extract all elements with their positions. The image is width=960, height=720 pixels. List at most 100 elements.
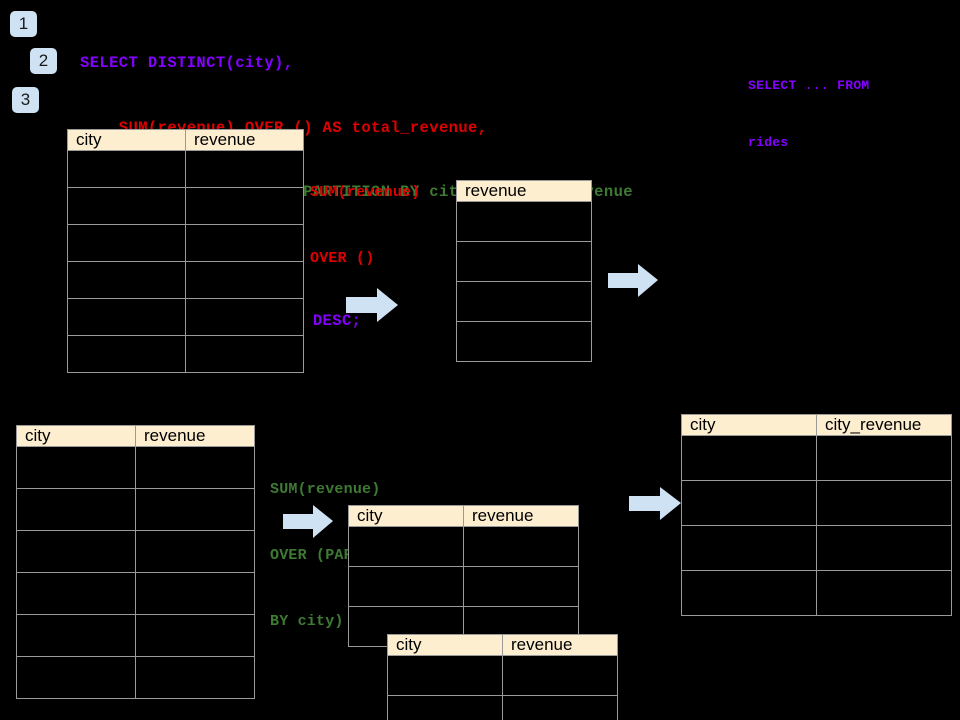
cell-city [67,298,186,336]
table-header-row: city revenue [67,129,304,151]
cell-revenue [456,201,592,242]
step-badge-3: 3 [12,87,39,113]
annotation-line-3: BY city) [270,613,344,630]
step-badge-1: 1 [10,11,37,37]
table-partition-back: city revenue [348,505,579,647]
column-header-city: city [387,634,503,656]
column-header-city: city [348,505,464,527]
column-header-revenue: revenue [135,425,255,447]
table-row [456,241,592,282]
annotation-line-1: SUM(revenue) [310,184,421,201]
table-row [67,187,304,225]
column-header-city: city [67,129,186,151]
cell-revenue [463,566,579,607]
cell-revenue [185,187,304,225]
table-row [16,488,255,531]
table-row [456,281,592,322]
cell-city [67,261,186,299]
cell-revenue [185,261,304,299]
cell-revenue [185,224,304,262]
table-row [681,480,952,526]
column-header-city: city [681,414,817,436]
cell-revenue [502,695,618,720]
cell-revenue [135,614,255,657]
table-row [348,526,579,567]
cell-city [16,572,136,615]
table-rides-bottom: city revenue [16,425,255,699]
cell-city [67,224,186,262]
cell-revenue [135,488,255,531]
table-header-row: city city_revenue [681,414,952,436]
cell-city-revenue [816,570,952,616]
table-row [16,656,255,699]
side-note-line-2: rides [748,135,789,150]
cell-revenue [135,446,255,489]
cell-revenue [463,526,579,567]
cell-city [16,446,136,489]
sql-line-1: SELECT DISTINCT(city), [80,54,294,72]
cell-city [16,656,136,699]
table-row [456,321,592,362]
cell-revenue [502,655,618,696]
cell-revenue [135,530,255,573]
annotation-total-revenue: SUM(revenue) OVER () [310,138,420,314]
cell-city-revenue [816,525,952,571]
table-row [16,530,255,573]
arrow-total-to-result-icon [608,264,658,297]
cell-city [681,525,817,571]
cell-city [681,480,817,526]
step-badge-2: 2 [30,48,57,74]
cell-city [16,530,136,573]
table-row [67,335,304,373]
arrow-partition-to-result-icon [629,487,681,520]
table-total-revenue: revenue [456,180,592,362]
cell-city [681,570,817,616]
table-result: city city_revenue [681,414,952,616]
table-row [67,224,304,262]
column-header-city: city [16,425,136,447]
cell-city [67,187,186,225]
table-row [67,150,304,188]
column-header-revenue: revenue [456,180,592,202]
annotation-line-1: SUM(revenue) [270,481,381,498]
side-note-line-1: SELECT ... FROM [748,78,870,93]
annotation-city-revenue: SUM(revenue) OVER (PARTITION BY city) [270,435,408,677]
table-partition-front: city revenue [387,634,618,720]
table-header-row: city revenue [16,425,255,447]
side-note-select-from: SELECT ... FROM rides [748,38,870,190]
cell-city [67,335,186,373]
cell-revenue [135,572,255,615]
table-row [16,614,255,657]
table-header-row: city revenue [387,634,618,656]
table-row [681,435,952,481]
cell-revenue [185,298,304,336]
cell-revenue [135,656,255,699]
column-header-city-revenue: city_revenue [816,414,952,436]
cell-city [387,655,503,696]
table-header-row: revenue [456,180,592,202]
cell-revenue [456,281,592,322]
arrow-rides-to-total-icon [346,288,398,322]
cell-city-revenue [816,480,952,526]
table-row [681,570,952,616]
table-row [16,572,255,615]
cell-city [67,150,186,188]
cell-city [16,488,136,531]
table-row [456,201,592,242]
table-row [387,695,618,720]
table-row [16,446,255,489]
cell-revenue [185,335,304,373]
column-header-revenue: revenue [463,505,579,527]
table-header-row: city revenue [348,505,579,527]
annotation-line-2: OVER () [310,250,375,267]
column-header-revenue: revenue [185,129,304,151]
table-row [681,525,952,571]
cell-city [348,526,464,567]
cell-revenue [456,241,592,282]
cell-revenue [185,150,304,188]
cell-city [387,695,503,720]
cell-city [16,614,136,657]
cell-city [681,435,817,481]
table-row [67,261,304,299]
